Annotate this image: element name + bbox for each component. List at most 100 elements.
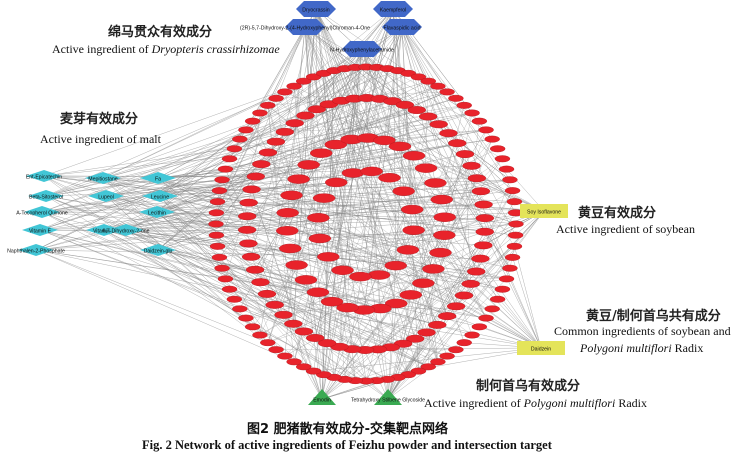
- network-edge: [401, 26, 413, 210]
- network-edge: [41, 199, 442, 213]
- target-node: [504, 187, 521, 195]
- target-node: [392, 186, 415, 196]
- target-node: [474, 200, 493, 209]
- target-node: [275, 127, 295, 136]
- network-edge: [248, 98, 380, 244]
- network-edge: [304, 26, 319, 218]
- network-edge: [287, 190, 404, 231]
- target-node: [439, 352, 455, 360]
- network-edge: [323, 73, 542, 349]
- target-node: [400, 204, 424, 215]
- target-node: [474, 241, 493, 250]
- malt-ingredient-node: Leucine: [142, 190, 178, 202]
- network-edge: [245, 8, 394, 131]
- network-edge: [315, 8, 487, 319]
- target-node: [245, 265, 265, 274]
- target-node: [308, 233, 332, 244]
- network-edge: [361, 48, 457, 307]
- target-node: [407, 106, 426, 114]
- target-node: [430, 358, 446, 366]
- network-edge: [512, 257, 542, 349]
- target-node: [502, 264, 518, 272]
- network-edge: [260, 131, 286, 283]
- target-node: [211, 253, 228, 261]
- network-edge: [125, 229, 291, 249]
- target-node: [280, 190, 303, 201]
- network-edge: [216, 235, 261, 336]
- network-edge: [315, 8, 513, 191]
- target-node: [475, 227, 494, 236]
- network-edge: [353, 98, 380, 276]
- network-edge: [293, 86, 323, 400]
- target-node: [471, 254, 490, 263]
- network-edge: [305, 8, 394, 116]
- target-node: [399, 290, 422, 300]
- network-edge: [225, 76, 419, 170]
- target-node: [241, 252, 261, 261]
- network-edge: [105, 195, 275, 306]
- network-edge: [274, 144, 336, 305]
- network-edge: [336, 182, 348, 308]
- target-node: [467, 174, 487, 183]
- network-edge: [316, 48, 363, 110]
- target-node: [276, 226, 299, 236]
- ingredient-label: Soy Isoflavone: [527, 210, 561, 216]
- target-node: [265, 300, 284, 309]
- ingredient-label: Vitamin B: [93, 229, 116, 235]
- network-edge: [427, 116, 515, 247]
- network-edge: [43, 175, 277, 350]
- malt-ingredient-node: Lupeol: [88, 190, 124, 202]
- network-edge: [367, 26, 403, 139]
- network-edge: [260, 281, 424, 284]
- network-edge: [315, 8, 354, 174]
- network-edge: [217, 201, 545, 212]
- target-node: [324, 139, 347, 150]
- malt-ingredient-node: Vitamin E: [22, 224, 58, 236]
- ingredient-label: 6,7-Dihydroxy-2-one: [103, 229, 150, 235]
- network-edge: [35, 209, 413, 251]
- network-edge: [105, 179, 223, 197]
- ingredient-label: Vitamin E: [29, 229, 52, 235]
- target-node: [209, 242, 226, 250]
- ingredient-label: N-Hydroxyphenylacetamide: [330, 48, 394, 54]
- network-edge: [125, 202, 249, 231]
- malt-title-cn: 麦芽有效成分: [60, 112, 139, 127]
- target-node: [478, 126, 494, 134]
- target-node: [244, 323, 261, 331]
- target-node: [211, 187, 228, 195]
- target-node: [433, 212, 456, 222]
- target-node: [395, 100, 415, 109]
- network-edge: [367, 105, 465, 139]
- network-edge: [239, 138, 325, 199]
- target-node: [430, 194, 453, 205]
- target-node: [214, 176, 230, 184]
- target-node: [260, 339, 276, 347]
- target-node: [239, 239, 258, 248]
- network-edge: [43, 175, 429, 368]
- common-title-cn: 黄豆/制何首乌共有成分: [586, 309, 721, 324]
- network-edge: [217, 201, 277, 350]
- network-edge: [351, 139, 484, 205]
- target-node: [238, 314, 254, 322]
- network-edge: [255, 210, 545, 270]
- network-edge: [102, 109, 317, 179]
- target-node: [494, 285, 511, 293]
- network-edge: [305, 279, 335, 378]
- target-node: [285, 260, 308, 270]
- target-node: [268, 94, 284, 102]
- network-edge: [159, 195, 335, 378]
- dryo-title-cn: 绵马贯众有效成分: [108, 25, 213, 40]
- network-edge: [157, 66, 367, 179]
- target-node: [502, 176, 518, 184]
- target-node: [279, 243, 302, 254]
- target-node: [277, 352, 293, 360]
- caption-en: Fig. 2 Network of active ingredients of …: [142, 438, 552, 452]
- target-node: [471, 117, 488, 125]
- target-node: [226, 295, 243, 303]
- network-edge: [352, 271, 477, 350]
- target-node: [287, 174, 310, 184]
- target-node: [494, 155, 511, 163]
- network-edge: [303, 81, 429, 367]
- ingredient-label: (2R)-5,7-Dihydroxy-2-(4-Hydroxyphenyl)Ch…: [240, 26, 370, 32]
- ingredient-label: Lupeol: [98, 195, 114, 201]
